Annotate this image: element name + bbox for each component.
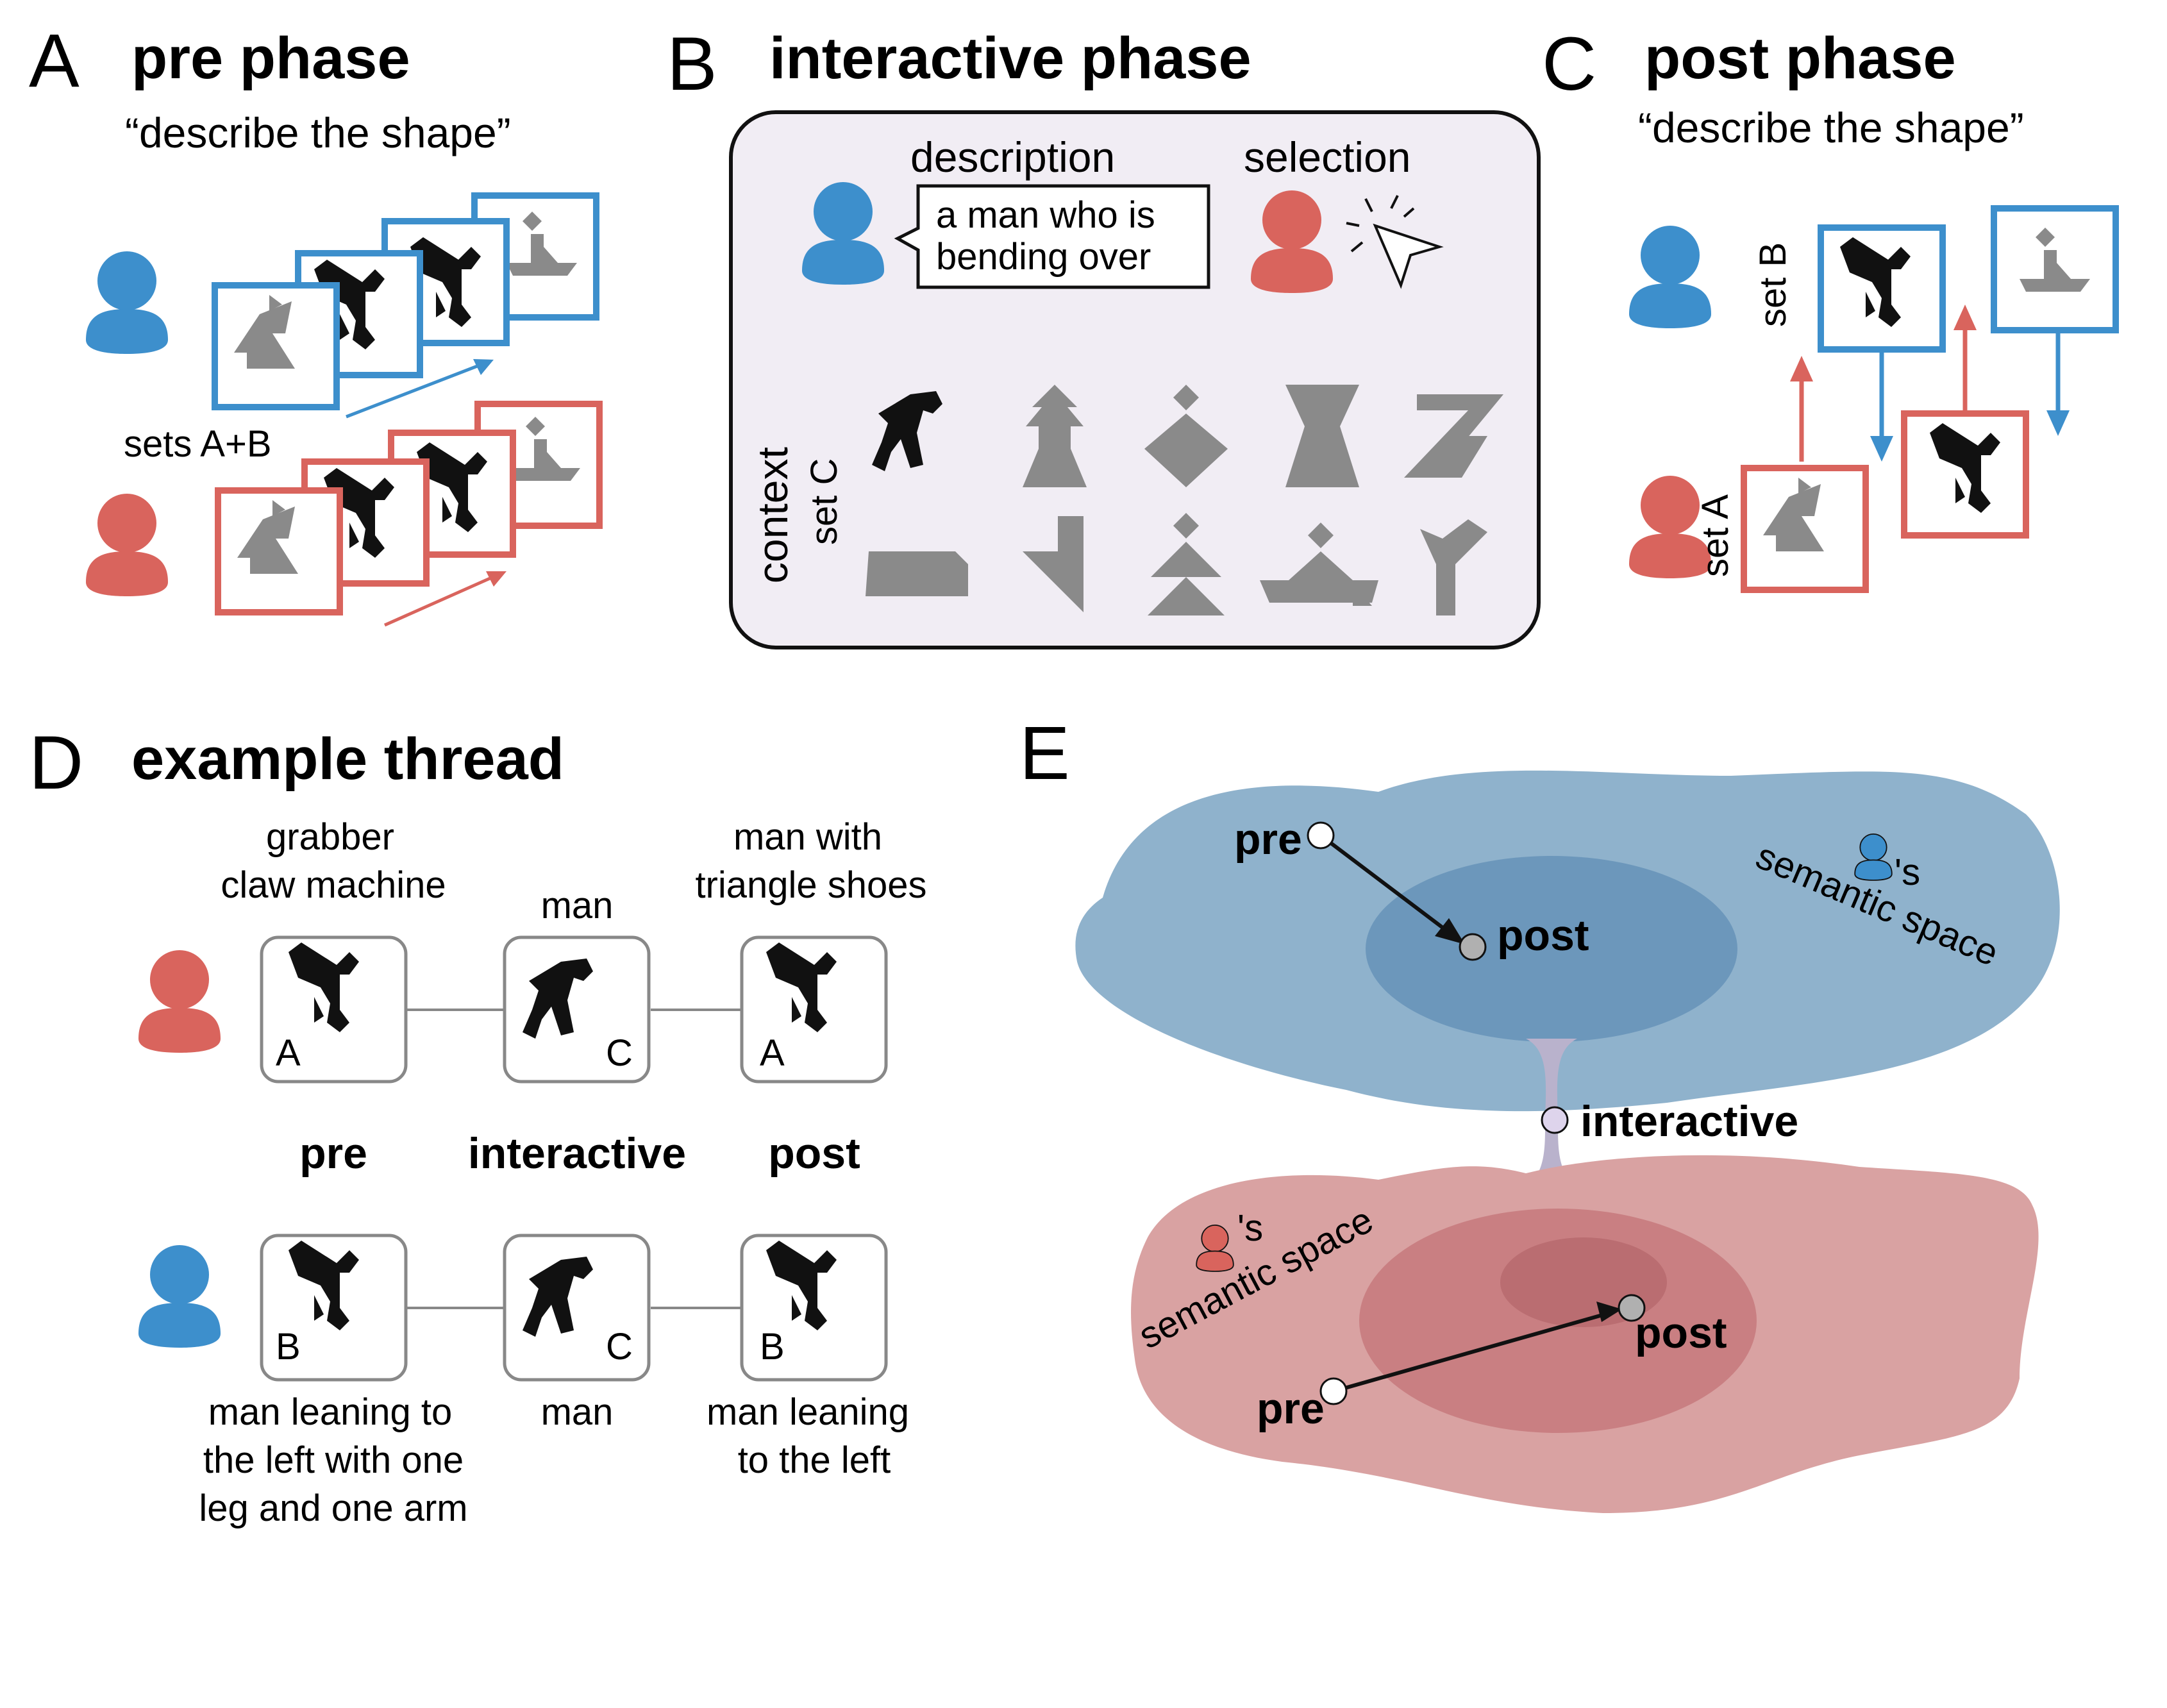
set-a-label: set A bbox=[1694, 494, 1736, 577]
panel-a: A pre phase “describe the shape” sets A+… bbox=[29, 19, 603, 627]
panel-a-quote: “describe the shape” bbox=[125, 109, 511, 156]
panel-e: E pre post interactive pre post 's bbox=[1019, 711, 2060, 1513]
blue-pre-label: pre bbox=[1234, 815, 1302, 864]
panel-c-quote: “describe the shape” bbox=[1638, 104, 2024, 151]
blue-possessive: 's bbox=[1895, 851, 1920, 893]
post-card-blue-2 bbox=[1991, 205, 2119, 333]
blue-pre-desc-3: leg and one arm bbox=[199, 1487, 467, 1529]
exchange-arrows bbox=[1790, 305, 2070, 462]
panel-b-letter: B bbox=[667, 22, 717, 106]
red-participant-icon-d bbox=[138, 950, 221, 1053]
blue-int-desc: man bbox=[541, 1391, 614, 1433]
bubble-line-1: a man who is bbox=[936, 194, 1155, 236]
blue-shift-arrow bbox=[1307, 821, 1487, 961]
red-int-set: C bbox=[606, 1032, 633, 1074]
red-post-label: post bbox=[1635, 1309, 1727, 1357]
blue-pre-set: B bbox=[276, 1326, 301, 1368]
blue-post-desc-2: to the left bbox=[738, 1439, 891, 1481]
blue-post-label: post bbox=[1497, 911, 1589, 960]
blue-space-owner-icon bbox=[1854, 833, 1893, 881]
red-shift-arrow bbox=[1319, 1294, 1646, 1405]
red-pre-label: pre bbox=[1257, 1384, 1325, 1433]
blue-thread: B C B bbox=[260, 1234, 888, 1382]
red-pre-desc-1: grabber bbox=[266, 816, 394, 858]
panel-d-title: example thread bbox=[131, 726, 564, 792]
speech-bubble: a man who is bending over bbox=[894, 184, 1210, 289]
blue-well bbox=[1366, 856, 1737, 1042]
post-card-blue-1 bbox=[1818, 224, 1946, 353]
cursor-click-icon bbox=[1346, 195, 1444, 289]
phase-interactive-label: interactive bbox=[468, 1129, 686, 1178]
blue-pre-desc-1: man leaning to bbox=[208, 1391, 452, 1433]
sets-label: sets A+B bbox=[124, 423, 272, 465]
phase-post-label: post bbox=[768, 1129, 860, 1178]
blue-post-set: B bbox=[760, 1326, 785, 1368]
blue-pre-desc-2: the left with one bbox=[203, 1439, 464, 1481]
panel-c-letter: C bbox=[1542, 22, 1596, 106]
blue-int-set: C bbox=[606, 1326, 633, 1368]
blue-post-desc-1: man leaning bbox=[707, 1391, 909, 1433]
red-post-desc-2: triangle shoes bbox=[695, 864, 926, 906]
panel-d: D example thread grabber claw machine ma… bbox=[29, 721, 927, 1529]
red-possessive: 's bbox=[1237, 1207, 1263, 1249]
panel-d-letter: D bbox=[29, 721, 83, 805]
description-label: description bbox=[910, 133, 1115, 181]
blue-participant-icon-c bbox=[1629, 226, 1711, 328]
panel-a-title: pre phase bbox=[131, 26, 410, 91]
panel-b-title: interactive phase bbox=[769, 26, 1251, 91]
panel-c-title: post phase bbox=[1644, 26, 1956, 91]
red-post-desc-1: man with bbox=[733, 816, 882, 858]
post-card-red-1 bbox=[1741, 465, 1869, 593]
red-pre-set: A bbox=[276, 1032, 301, 1074]
post-card-red-2 bbox=[1901, 410, 2029, 539]
red-int-desc: man bbox=[541, 885, 614, 926]
panel-e-letter: E bbox=[1019, 711, 1070, 796]
context-grid bbox=[866, 385, 1503, 615]
phase-pre-label: pre bbox=[299, 1129, 367, 1178]
set-b-label: set B bbox=[1752, 242, 1794, 327]
selection-label: selection bbox=[1244, 133, 1411, 181]
blue-card-stack bbox=[212, 192, 599, 419]
red-pre-desc-2: claw machine bbox=[221, 864, 446, 906]
red-thread: A C A bbox=[260, 935, 888, 1084]
interactive-point bbox=[1541, 1106, 1569, 1134]
red-card-stack bbox=[215, 401, 603, 627]
panel-a-letter: A bbox=[29, 19, 79, 103]
bubble-line-2: bending over bbox=[936, 236, 1151, 278]
blue-participant-icon-d bbox=[138, 1245, 221, 1348]
red-post-set: A bbox=[760, 1032, 785, 1074]
set-c-label: set C bbox=[803, 458, 845, 545]
red-space-owner-icon bbox=[1196, 1224, 1234, 1272]
panel-c: C post phase “describe the shape” set B … bbox=[1542, 22, 2119, 593]
red-participant-icon bbox=[86, 494, 168, 596]
context-label: context bbox=[749, 447, 796, 583]
blue-participant-icon bbox=[86, 251, 168, 354]
panel-b: B interactive phase description selectio… bbox=[667, 22, 1541, 649]
interactive-label: interactive bbox=[1580, 1097, 1798, 1146]
